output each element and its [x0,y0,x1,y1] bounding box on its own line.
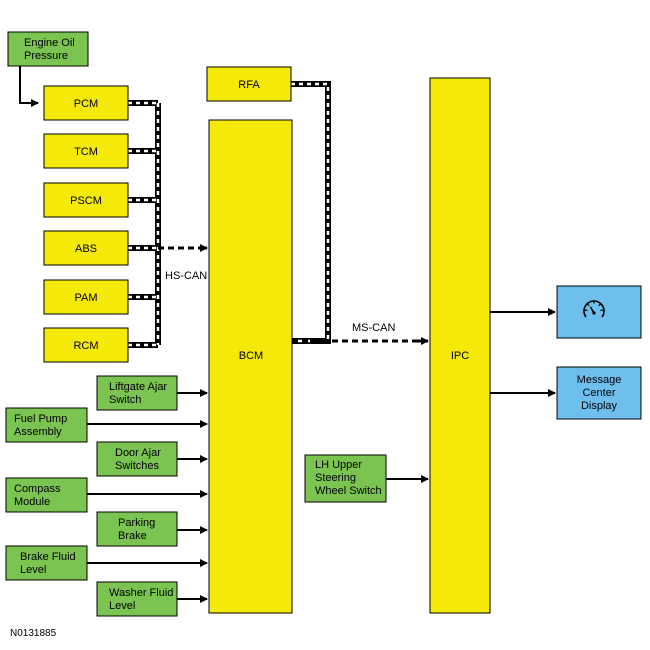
svg-text:Engine Oil: Engine Oil [24,37,75,49]
steering-switch-line-2: Steering [315,472,356,484]
pam-box: PAM [43,279,129,315]
svg-text:Assembly: Assembly [14,426,62,438]
engine-oil-line-1: Engine Oil [24,37,75,49]
washer-fluid-line-1: Washer Fluid [109,587,173,599]
svg-text:Compass: Compass [14,483,61,495]
svg-text:Wheel Switch: Wheel Switch [315,485,382,497]
engine-oil-pressure-box: Engine Oil Pressure [7,31,89,67]
figure-id: N0131885 [10,628,57,639]
message-center-line-3: Display [581,400,618,412]
engine-oil-to-pcm-wire [19,66,39,107]
hs-can-bus [128,100,208,348]
parking-brake-line-2: Brake [118,530,147,542]
message-center-display-box: Message Center Display [556,366,642,420]
message-center-line-1: Message [577,374,622,386]
compass-line-2: Module [14,496,50,508]
svg-text:Door Ajar: Door Ajar [115,447,161,459]
steering-switch-line-1: LH Upper [315,459,362,471]
ms-can-bus [291,81,429,345]
pscm-box: PSCM [43,182,129,218]
svg-text:Brake: Brake [118,530,147,542]
fuel-pump-assembly-box: Fuel Pump Assembly [5,407,88,443]
parking-brake-box: Parking Brake [96,511,178,547]
svg-text:Message: Message [577,374,622,386]
svg-text:Level: Level [20,564,46,576]
brake-fluid-line-1: Brake Fluid [20,551,76,563]
washer-fluid-level-box: Washer Fluid Level [96,581,178,617]
tcm-label: TCM [74,146,98,158]
abs-box: ABS [43,230,129,266]
svg-text:Brake Fluid: Brake Fluid [20,551,76,563]
brake-fluid-line-2: Level [20,564,46,576]
ms-can-label: MS-CAN [352,322,395,334]
rfa-box: RFA [206,66,292,102]
speedometer-icon [583,300,605,318]
brake-fluid-level-box: Brake Fluid Level [5,545,88,581]
liftgate-ajar-switch-box: Liftgate Ajar Switch [96,375,178,411]
pam-label: PAM [74,292,97,304]
washer-fluid-line-2: Level [109,600,135,612]
svg-text:Display: Display [581,400,618,412]
svg-text:Washer Fluid: Washer Fluid [109,587,173,599]
tcm-box: TCM [43,133,129,169]
door-ajar-line-2: Switches [115,460,160,472]
svg-text:Pressure: Pressure [24,50,68,62]
svg-text:Level: Level [109,600,135,612]
engine-oil-line-2: Pressure [24,50,68,62]
fuel-pump-line-1: Fuel Pump [14,413,67,425]
svg-text:Switches: Switches [115,460,160,472]
parking-brake-line-1: Parking [118,517,155,529]
rfa-label: RFA [238,79,260,91]
ipc-label: IPC [451,350,469,362]
bcm-label: BCM [239,350,263,362]
bcm-box: BCM [208,119,293,614]
hs-can-label: HS-CAN [165,270,207,282]
svg-text:Center: Center [582,387,615,399]
compass-module-box: Compass Module [5,477,88,513]
svg-text:LH Upper: LH Upper [315,459,362,471]
svg-text:Steering: Steering [315,472,356,484]
ipc-box: IPC [429,77,491,614]
rcm-label: RCM [73,340,98,352]
pscm-label: PSCM [70,195,102,207]
svg-text:Parking: Parking [118,517,155,529]
steering-switch-line-3: Wheel Switch [315,485,382,497]
door-ajar-line-1: Door Ajar [115,447,161,459]
pcm-label: PCM [74,98,98,110]
gauge-output-box [556,285,642,339]
svg-text:Liftgate Ajar: Liftgate Ajar [109,381,167,393]
rcm-box: RCM [43,327,129,363]
fuel-pump-line-2: Assembly [14,426,62,438]
door-ajar-switches-box: Door Ajar Switches [96,441,178,477]
message-center-line-2: Center [582,387,615,399]
abs-label: ABS [75,243,97,255]
compass-line-1: Compass [14,483,61,495]
liftgate-line-1: Liftgate Ajar [109,381,167,393]
svg-text:Switch: Switch [109,394,141,406]
connections [19,66,556,603]
svg-text:Module: Module [14,496,50,508]
lh-upper-steering-wheel-switch-box: LH Upper Steering Wheel Switch [304,454,387,503]
liftgate-line-2: Switch [109,394,141,406]
svg-text:Fuel Pump: Fuel Pump [14,413,67,425]
pcm-box: PCM [43,85,129,121]
